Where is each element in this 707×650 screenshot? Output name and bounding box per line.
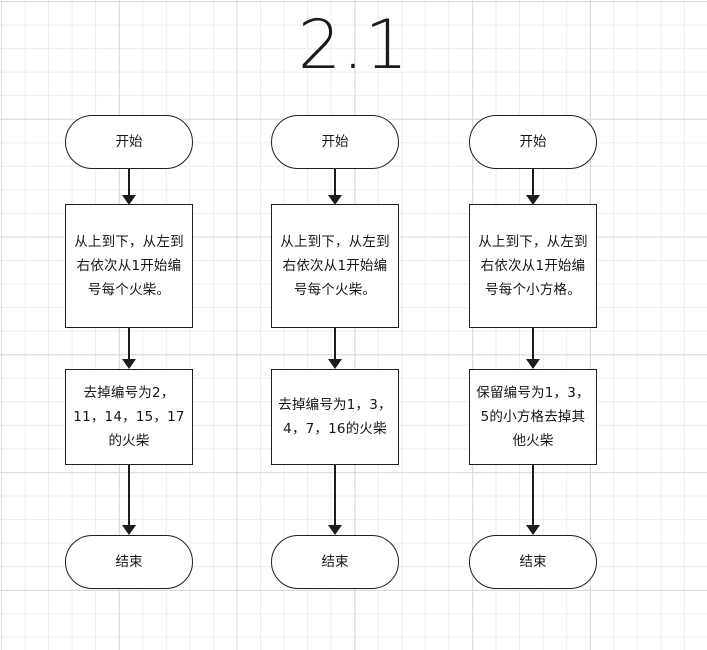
end-node[interactable]: 结束 (271, 535, 399, 589)
arrowhead-icon (122, 195, 136, 205)
arrowhead-icon (328, 525, 342, 535)
arrowhead-icon (328, 195, 342, 205)
numbering-step-label: 从上到下，从左到右依次从1开始编号每个火柴。 (74, 234, 184, 298)
removal-step-label: 去掉编号为2，11，14，15，17的火柴 (73, 385, 185, 449)
start-node[interactable]: 开始 (271, 115, 399, 169)
connector-step1-to-step2 (128, 328, 130, 361)
arrowhead-icon (526, 525, 540, 535)
start-node[interactable]: 开始 (469, 115, 597, 169)
removal-step-label: 保留编号为1，3，5的小方格去掉其他火柴 (476, 385, 590, 449)
start-node-label: 开始 (321, 134, 349, 150)
start-node-label: 开始 (519, 134, 547, 150)
connector-start-to-step1 (128, 169, 130, 197)
removal-step-label: 去掉编号为1，3，4，7，16的火柴 (278, 397, 392, 437)
end-node[interactable]: 结束 (65, 535, 193, 589)
numbering-step-node[interactable]: 从上到下，从左到右依次从1开始编号每个火柴。 (65, 204, 193, 328)
page-title: 2.1 (297, 6, 410, 85)
flowchart-column-2: 开始 从上到下，从左到右依次从1开始编号每个火柴。 去掉编号为1，3，4，7，1… (271, 0, 399, 650)
end-node-label: 结束 (115, 554, 143, 570)
flowchart-column-3: 开始 从上到下，从左到右依次从1开始编号每个小方格。 保留编号为1，3，5的小方… (469, 0, 597, 650)
numbering-step-label: 从上到下，从左到右依次从1开始编号每个火柴。 (280, 234, 390, 298)
arrowhead-icon (526, 359, 540, 369)
connector-step2-to-end (532, 465, 534, 527)
start-node[interactable]: 开始 (65, 115, 193, 169)
connector-start-to-step1 (334, 169, 336, 197)
connector-step2-to-end (128, 465, 130, 527)
connector-step1-to-step2 (334, 328, 336, 361)
end-node[interactable]: 结束 (469, 535, 597, 589)
numbering-step-node[interactable]: 从上到下，从左到右依次从1开始编号每个小方格。 (469, 204, 597, 328)
start-node-label: 开始 (115, 134, 143, 150)
arrowhead-icon (526, 195, 540, 205)
removal-step-node[interactable]: 保留编号为1，3，5的小方格去掉其他火柴 (469, 369, 597, 465)
connector-step2-to-end (334, 465, 336, 527)
flowchart-column-1: 开始 从上到下，从左到右依次从1开始编号每个火柴。 去掉编号为2，11，14，1… (65, 0, 193, 650)
connector-start-to-step1 (532, 169, 534, 197)
numbering-step-node[interactable]: 从上到下，从左到右依次从1开始编号每个火柴。 (271, 204, 399, 328)
arrowhead-icon (328, 359, 342, 369)
removal-step-node[interactable]: 去掉编号为2，11，14，15，17的火柴 (65, 369, 193, 465)
arrowhead-icon (122, 359, 136, 369)
arrowhead-icon (122, 525, 136, 535)
connector-step1-to-step2 (532, 328, 534, 361)
numbering-step-label: 从上到下，从左到右依次从1开始编号每个小方格。 (478, 234, 588, 298)
removal-step-node[interactable]: 去掉编号为1，3，4，7，16的火柴 (271, 369, 399, 465)
end-node-label: 结束 (519, 554, 547, 570)
end-node-label: 结束 (321, 554, 349, 570)
